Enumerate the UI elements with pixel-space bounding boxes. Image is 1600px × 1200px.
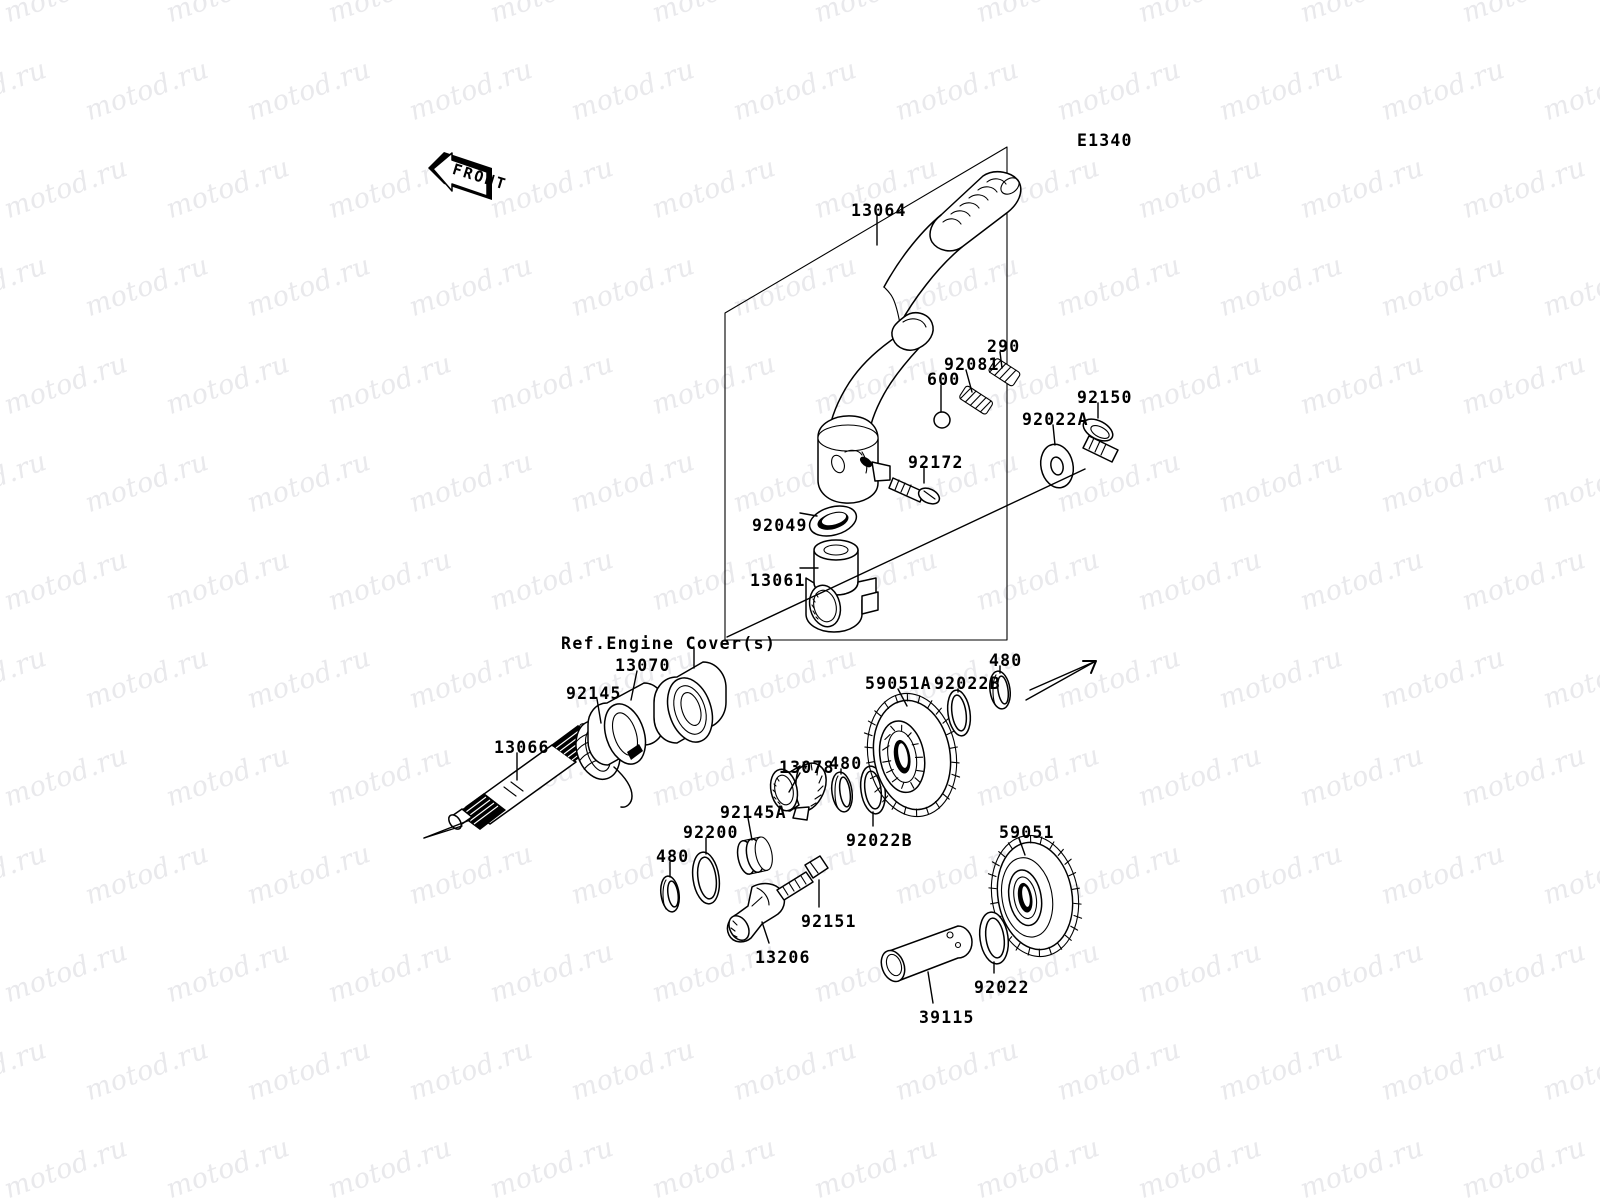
callout-59051a: 59051A (865, 674, 932, 693)
part-59051-idle-gear (987, 834, 1083, 958)
callout-480: 480 (989, 651, 1023, 670)
part-480-circlip-a (989, 670, 1011, 710)
subassembly-box (724, 146, 1008, 641)
callout-92172: 92172 (908, 453, 964, 472)
part-kick-pedal-lever (817, 170, 1022, 504)
callout-13061: 13061 (750, 571, 806, 590)
callout-92081: 92081 (944, 355, 1000, 374)
callout-92022a: 92022A (1022, 410, 1089, 429)
part-92022-washer (978, 911, 1010, 965)
part-13070-collar (587, 682, 666, 766)
callout-92022b: 92022B (846, 831, 913, 850)
callout-480: 480 (829, 754, 863, 773)
part-13066-kick-shaft (423, 723, 600, 839)
part-39115-idle-gear-shaft (880, 925, 973, 983)
callout-e1340: E1340 (1077, 131, 1133, 150)
part-engine-cover-oil-seal (653, 661, 727, 744)
front-direction-marker: FRONT (428, 152, 509, 200)
callout-59051: 59051 (999, 823, 1055, 842)
callout-13206: 13206 (755, 948, 811, 967)
part-480-circlip-c (659, 875, 681, 913)
callout-ref-engine-cover-s-: Ref.Engine Cover(s) (561, 634, 777, 653)
callout-92145: 92145 (566, 684, 622, 703)
part-92022A-washer (1039, 443, 1075, 489)
leader-assembly-line (726, 468, 1086, 638)
callout-290: 290 (987, 337, 1021, 356)
part-92200-shim (691, 851, 721, 905)
callout-92022b: 92022B (934, 674, 1001, 693)
callout-92150: 92150 (1077, 388, 1133, 407)
part-290-spring (988, 358, 1021, 387)
callout-600: 600 (927, 370, 961, 389)
callout-92200: 92200 (683, 823, 739, 842)
part-92150-bolt (1082, 418, 1119, 463)
part-480-circlip-b (830, 771, 854, 813)
part-92022B-washer-a (946, 689, 972, 737)
callout-92151: 92151 (801, 912, 857, 931)
callout-92049: 92049 (752, 516, 808, 535)
part-92049-oil-seal (808, 505, 858, 537)
callout-92145a: 92145A (720, 803, 787, 822)
part-13206-ratchet-guide (726, 882, 786, 943)
callout-480: 480 (656, 847, 690, 866)
callout-13070: 13070 (615, 656, 671, 675)
callout-13064: 13064 (851, 201, 907, 220)
part-92172-bolt (888, 477, 941, 505)
callout-13078: 13078 (779, 758, 835, 777)
part-92081-spring (959, 385, 994, 415)
callout-92022: 92022 (974, 978, 1030, 997)
part-92145A-ratchet-spring (736, 836, 773, 875)
part-92151-bolt (776, 855, 829, 901)
callout-13066: 13066 (494, 738, 550, 757)
part-13061-pedal-boss (805, 539, 879, 633)
part-600-steel-ball (933, 411, 951, 429)
callout-39115: 39115 (919, 1008, 975, 1027)
leader-lines (516, 215, 1099, 1004)
